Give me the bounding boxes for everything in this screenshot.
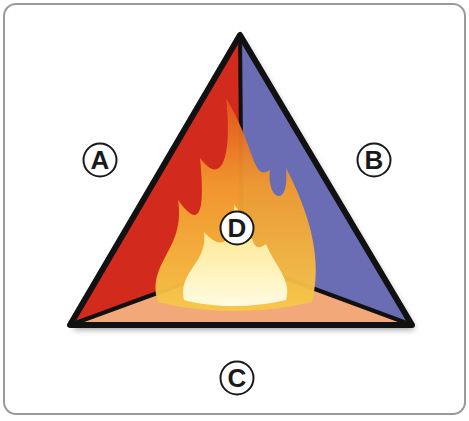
callout-letter: B: [365, 147, 384, 173]
triangle-outline: [70, 35, 412, 325]
callout-circle: A: [82, 142, 118, 178]
callout-letter: A: [91, 147, 110, 173]
triangle: [70, 35, 412, 325]
callout-letter: C: [228, 365, 247, 391]
flame: [156, 98, 316, 311]
callout-circle: B: [356, 142, 392, 178]
callout-circle: C: [219, 360, 255, 396]
inner-lines: [70, 35, 412, 325]
callout-letter: D: [228, 215, 247, 241]
frame: [4, 4, 465, 414]
callout-circle: D: [219, 210, 255, 246]
